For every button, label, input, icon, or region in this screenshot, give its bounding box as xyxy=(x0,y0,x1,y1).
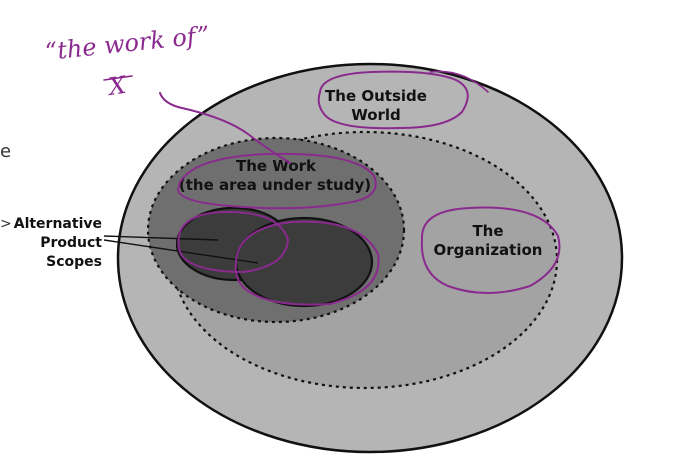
annotation-connector-line xyxy=(159,92,291,164)
handwritten-annotation: “the work of” xyxy=(44,21,211,66)
handwritten-annotation-x: X xyxy=(105,71,129,102)
scope-2-circle-annotation xyxy=(234,220,380,306)
alternative-scopes-label-3: Scopes xyxy=(46,254,102,270)
alternative-scopes-label-2: Product xyxy=(40,235,102,251)
left-text-fragment: e xyxy=(0,141,11,162)
organization-circle-annotation xyxy=(420,206,561,294)
scope-pointer-line-1 xyxy=(103,235,219,241)
work-circle-annotation xyxy=(176,152,377,210)
organization-label-2: Organization xyxy=(434,241,543,259)
outside-world-annotation-tail xyxy=(429,70,489,93)
scope-1-circle-annotation xyxy=(177,210,290,274)
outside-world-label: The Outside xyxy=(325,87,427,105)
handwritten-x-underline xyxy=(103,75,133,81)
outside-world-circle-annotation xyxy=(317,70,469,130)
alternative-scopes-label: Alternative xyxy=(14,216,102,232)
scope-pointer-line-2 xyxy=(103,239,259,264)
arrow-glyph: > xyxy=(0,216,12,232)
work-label: The Work xyxy=(236,157,317,175)
organization-label: The xyxy=(472,222,503,240)
work-label-2: (the area under study) xyxy=(179,176,371,194)
outside-world-label-2: World xyxy=(351,106,401,124)
